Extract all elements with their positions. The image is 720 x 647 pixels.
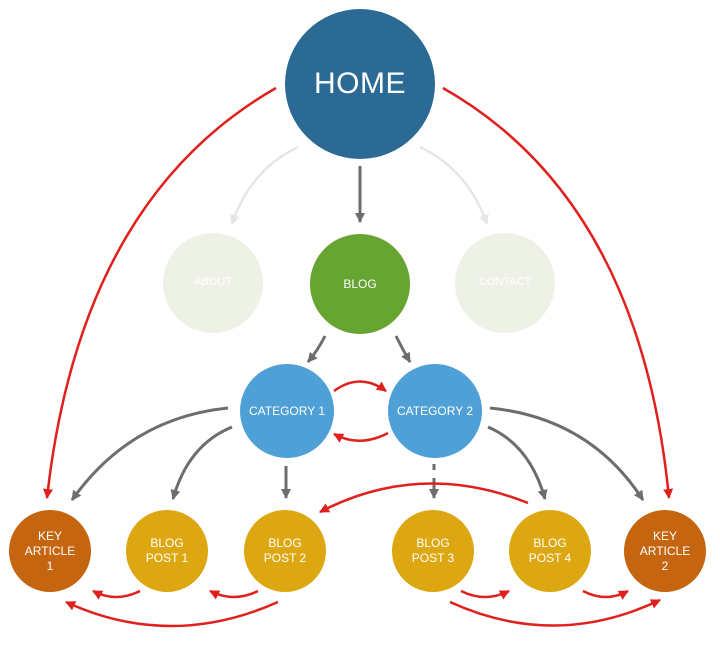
link-blog-post-2-to-key-article-1 — [65, 600, 279, 628]
node-blog-post-4-label: BLOG POST 4 — [528, 536, 572, 565]
link-category-2-to-category-1 — [333, 431, 389, 443]
link-category-1-to-category-2 — [333, 380, 387, 393]
node-key-article-1-label: KEY ARTICLE 1 — [24, 528, 76, 573]
node-home: HOME — [285, 9, 435, 159]
node-category-2: CATEGORY 2 — [388, 364, 482, 458]
link-blog-post-2-to-blog-post-1 — [209, 589, 259, 600]
node-blog: BLOG — [310, 234, 410, 334]
node-blog-post-1-label: BLOG POST 1 — [145, 536, 189, 565]
link-home-to-key-article-1 — [43, 86, 277, 499]
node-key-article-2-label: KEY ARTICLE 2 — [639, 528, 691, 573]
link-blog-post-1-to-key-article-1 — [92, 589, 141, 600]
arrow-blog-to-category-2 — [394, 335, 412, 363]
node-about: ABOUT — [163, 233, 263, 333]
node-category-2-label: CATEGORY 2 — [396, 403, 474, 418]
node-contact-label: CONTACT — [478, 276, 532, 289]
node-blog-post-3-label: BLOG POST 3 — [411, 536, 455, 565]
node-category-1: CATEGORY 1 — [240, 364, 334, 458]
node-key-article-1: KEY ARTICLE 1 — [9, 510, 91, 592]
arrow-blog-to-category-1 — [306, 335, 327, 363]
node-blog-label: BLOG — [343, 276, 377, 291]
link-blog-post-3-to-key-article-2 — [449, 598, 661, 627]
node-blog-post-2-label: BLOG POST 2 — [263, 536, 307, 565]
node-blog-post-3: BLOG POST 3 — [392, 510, 474, 592]
node-category-1-label: CATEGORY 1 — [248, 403, 326, 418]
arrow-home-to-contact — [419, 145, 489, 225]
node-key-article-2: KEY ARTICLE 2 — [624, 510, 706, 592]
node-blog-post-4: BLOG POST 4 — [509, 510, 591, 592]
node-contact: CONTACT — [455, 233, 555, 333]
node-home-label: HOME — [314, 67, 406, 101]
arrow-category-2-to-key-article-2 — [489, 406, 645, 501]
arrow-home-to-about — [230, 145, 299, 225]
arrow-category-1-to-blog-post-1 — [170, 425, 233, 500]
link-blog-post-3-to-blog-post-4 — [460, 589, 510, 600]
arrow-category-1-to-key-article-1 — [70, 406, 229, 501]
node-blog-post-1: BLOG POST 1 — [126, 510, 208, 592]
link-blog-post-4-to-key-article-2 — [582, 589, 629, 600]
node-blog-post-2: BLOG POST 2 — [244, 510, 326, 592]
link-home-to-key-article-2 — [442, 86, 674, 499]
link-blog-post-4-to-blog-post-2 — [319, 482, 529, 514]
node-about-label: ABOUT — [194, 276, 232, 289]
arrow-category-2-to-blog-post-4 — [487, 425, 548, 500]
